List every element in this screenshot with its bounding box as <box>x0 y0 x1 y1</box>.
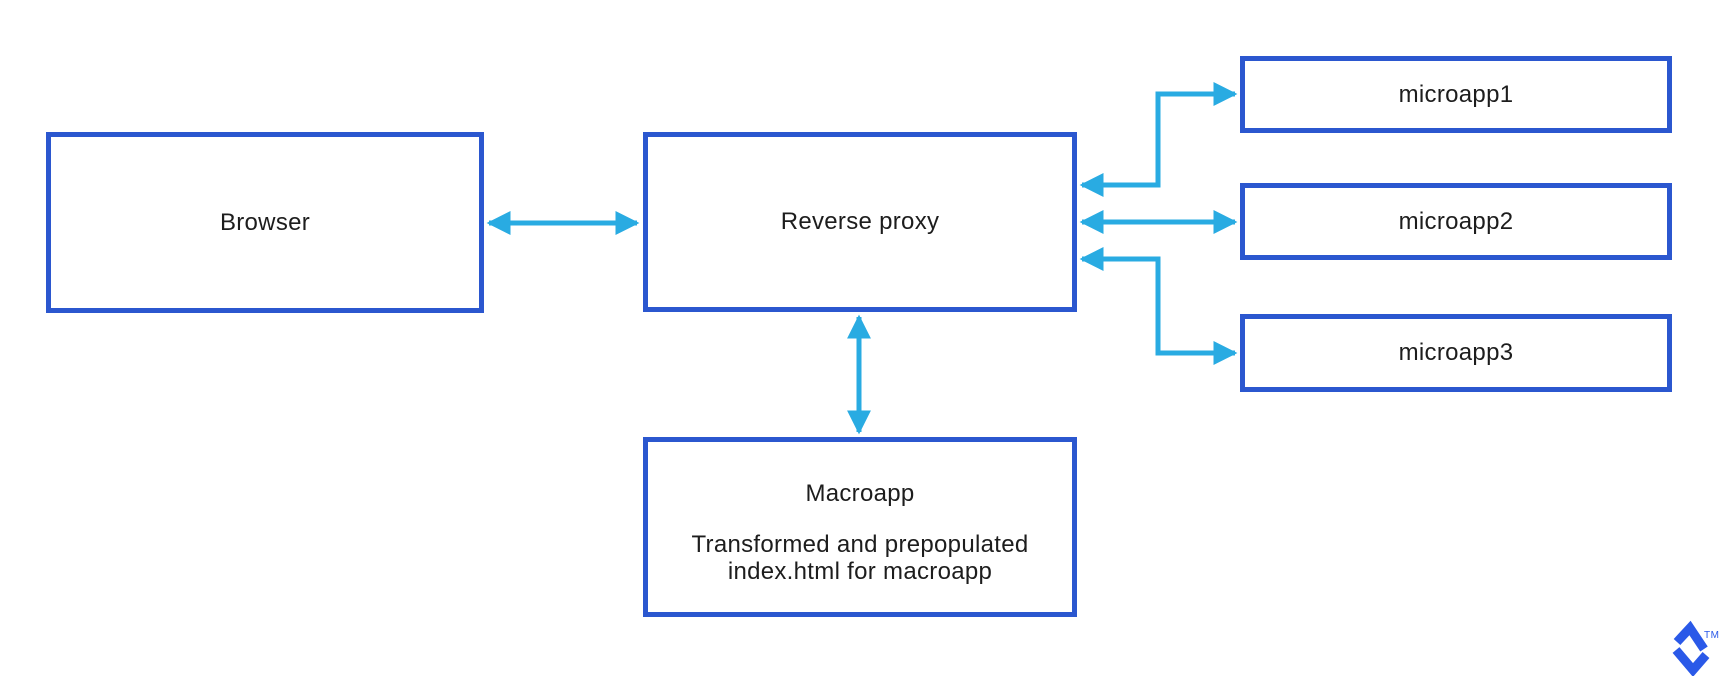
node-macroapp-title: Macroapp <box>805 480 915 507</box>
node-macroapp-description: Transformed and prepopulated index.html … <box>691 531 1029 585</box>
arrow-proxy-microapp1 <box>1079 81 1238 198</box>
arrow-proxy-microapp3 <box>1079 246 1238 366</box>
node-microapp2-label: microapp2 <box>1398 207 1514 235</box>
node-microapp1-label: microapp1 <box>1398 80 1514 108</box>
node-browser-label: Browser <box>219 208 311 236</box>
node-macroapp: Macroapp Transformed and prepopulated in… <box>643 437 1077 617</box>
node-microapp3: microapp3 <box>1240 314 1672 392</box>
node-microapp1: microapp1 <box>1240 56 1672 133</box>
node-microapp3-label: microapp3 <box>1398 339 1514 366</box>
node-browser: Browser <box>46 132 484 313</box>
node-reverse-proxy-label: Reverse proxy <box>780 208 940 235</box>
trademark-text: TM <box>1704 630 1719 641</box>
node-microapp2: microapp2 <box>1240 183 1672 260</box>
node-reverse-proxy: Reverse proxy <box>643 132 1077 312</box>
toptal-logo-icon <box>1672 620 1710 676</box>
